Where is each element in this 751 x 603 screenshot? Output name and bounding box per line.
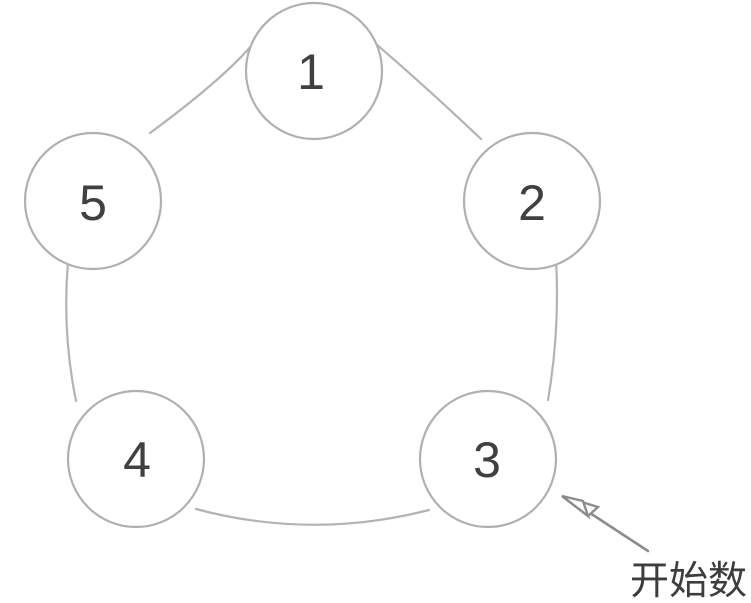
nodes-group: [23, 1, 602, 529]
node-labels-group: 1 2 3 4 5: [79, 44, 546, 488]
node-circle-5[interactable]: [23, 131, 163, 271]
node-circle-3[interactable]: [418, 389, 558, 529]
node-label-4: 4: [123, 432, 151, 488]
edge-arc-5-to-1: [148, 43, 254, 135]
edge-arcs-group: [65, 42, 559, 526]
edge-arc-1-to-2: [374, 42, 483, 141]
edge-arc-2-to-3: [546, 258, 559, 402]
node-label-5: 5: [79, 175, 107, 231]
node-circle-1[interactable]: [244, 1, 384, 141]
node-circle-2[interactable]: [462, 131, 602, 271]
annotation-arrow: [561, 494, 650, 553]
node-circle-4[interactable]: [66, 389, 206, 529]
arrow-shaft-line: [588, 511, 650, 553]
node-label-2: 2: [518, 175, 546, 231]
arrow-head-inner-icon: [561, 494, 591, 520]
node-label-3: 3: [473, 432, 501, 488]
annotation-label: 开始数: [630, 560, 747, 603]
node-label-1: 1: [297, 44, 325, 100]
edge-arc-4-to-5: [65, 260, 78, 403]
edge-arc-3-to-4: [194, 507, 431, 526]
